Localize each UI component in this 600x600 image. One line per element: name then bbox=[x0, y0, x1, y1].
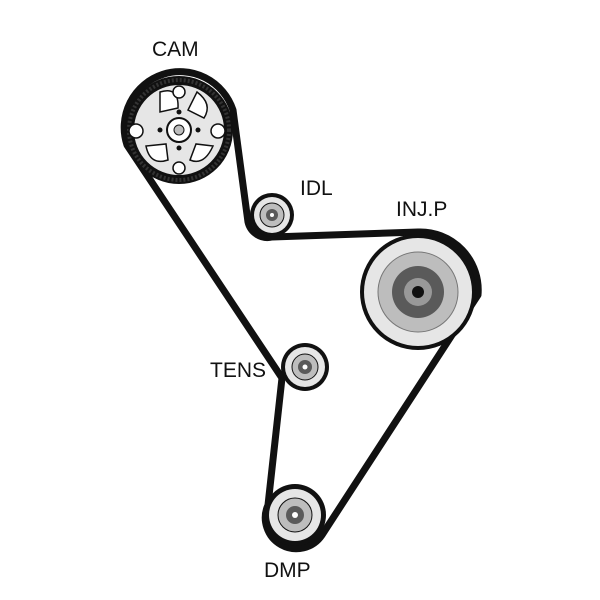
cam-spoke-window bbox=[145, 143, 169, 163]
tensioner-label: TENS bbox=[210, 359, 266, 382]
cam-label: CAM bbox=[152, 38, 199, 61]
tensioner-pulley bbox=[281, 343, 329, 391]
injection-pump-pulley bbox=[360, 234, 476, 350]
idler-pulley bbox=[250, 193, 294, 237]
injection-pump-label: INJ.P bbox=[396, 198, 447, 221]
damper-pulley bbox=[264, 484, 326, 546]
cam-pulley bbox=[125, 76, 233, 184]
cam-spoke-window bbox=[186, 90, 208, 119]
timing-belt bbox=[120, 68, 482, 553]
cam-spoke-window bbox=[189, 143, 215, 163]
idler-label: IDL bbox=[300, 177, 333, 200]
damper-label: DMP bbox=[264, 559, 311, 582]
